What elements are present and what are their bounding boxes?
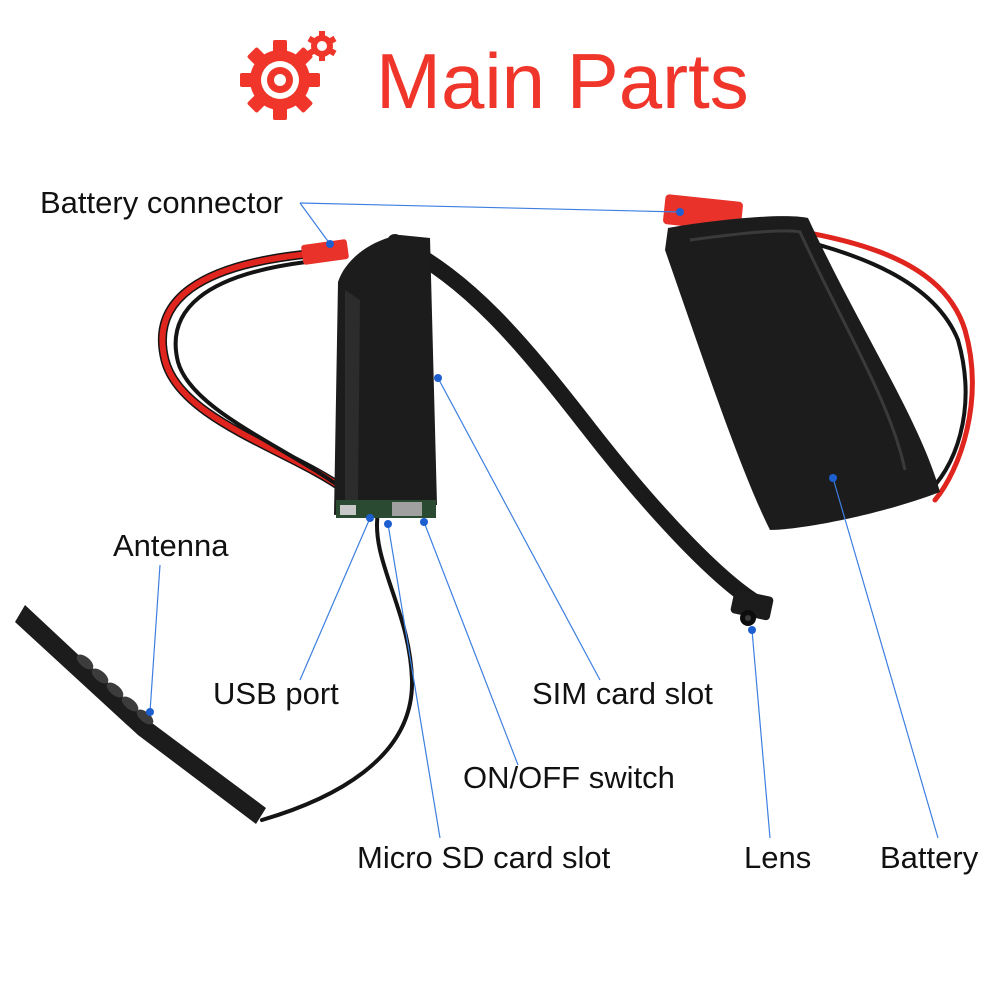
- label-micro-sd-card-slot: Micro SD card slot: [357, 840, 611, 875]
- lens-ribbon: [387, 234, 763, 610]
- battery-pack: [665, 216, 940, 530]
- antenna-part: [15, 605, 266, 824]
- label-sim-card-slot: SIM card slot: [532, 676, 713, 711]
- label-battery: Battery: [880, 840, 979, 875]
- page-title: Main Parts: [376, 37, 749, 125]
- callout-lines: [149, 202, 939, 839]
- label-on-off-switch: ON/OFF switch: [463, 760, 675, 795]
- label-lens: Lens: [744, 840, 812, 875]
- gears-icon: [240, 31, 337, 120]
- callout-dots: [146, 208, 837, 716]
- label-antenna: Antenna: [113, 528, 229, 563]
- label-usb-port: USB port: [213, 676, 339, 711]
- label-battery-connector: Battery connector: [40, 185, 283, 220]
- module-body: [334, 235, 437, 518]
- lens-part: [730, 589, 774, 626]
- wires: [157, 219, 975, 822]
- battery-red-wire: [737, 219, 975, 503]
- antenna-wire: [260, 510, 415, 822]
